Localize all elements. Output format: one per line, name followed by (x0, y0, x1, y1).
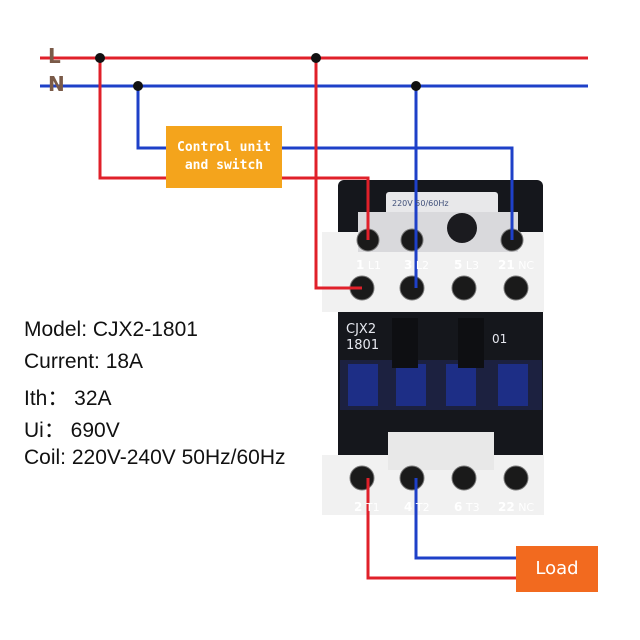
contact-window (396, 364, 426, 406)
model-line1: CJX2 (346, 322, 377, 337)
screw-icon (503, 275, 529, 301)
screw-icon (503, 465, 529, 491)
indicator-button (447, 213, 477, 243)
screw-icon (349, 465, 375, 491)
bottom-terminal-label: 22 NC (498, 500, 535, 514)
wire-n-to-control (136, 86, 166, 150)
wire-t2-to-load (414, 478, 516, 560)
screw-icon (400, 228, 424, 252)
screw-icon (451, 465, 477, 491)
junction-dot (133, 81, 143, 91)
contact-window (446, 364, 476, 406)
bottom-terminal-label: 6 T3 (454, 500, 480, 514)
spec-ith: Ith： 32A (24, 387, 112, 410)
model-line2: 1801 (346, 338, 380, 353)
contact-code: 01 (492, 332, 508, 346)
junction-dot (411, 81, 421, 91)
rail-label-n: N (48, 72, 65, 96)
spec-ui: Ui： 690V (24, 419, 120, 442)
junction-dot (95, 53, 105, 63)
junction-dot (311, 53, 321, 63)
rail-label-l: L (48, 44, 61, 68)
spec-current: Current: 18A (24, 350, 144, 373)
coil-plate-text: 220V 50/60Hz (392, 199, 449, 208)
top-terminal-label: 5 L3 (454, 258, 479, 272)
wire-control-to-a2 (282, 146, 514, 240)
wire-l-to-l1 (314, 58, 362, 290)
contact-window (498, 364, 528, 406)
load-box: Load (516, 546, 598, 592)
top-terminal-label: 3 L2 (404, 258, 429, 272)
screw-icon (399, 465, 425, 491)
spec-model: Model: CJX2-1801 (24, 318, 198, 341)
screw-icon (399, 275, 425, 301)
control-unit-box: Control unit and switch (166, 126, 282, 188)
bottom-terminal-label: 2 T1 (354, 500, 380, 514)
coil-cover (358, 212, 518, 252)
bottom-terminal-label: 4 T2 (404, 500, 430, 514)
armature-slot (458, 318, 484, 368)
wire-t1-to-load (366, 478, 516, 580)
armature-slot (392, 318, 418, 368)
wire-control-to-a1 (282, 176, 370, 240)
contact-window (348, 364, 378, 406)
top-terminal-label: 1 L1 (356, 258, 381, 272)
top-terminal-label: 21 NC (498, 258, 535, 272)
wire-l-to-control (98, 58, 166, 180)
spec-coil: Coil: 220V-240V 50Hz/60Hz (24, 446, 286, 469)
junction-dots (95, 53, 421, 91)
screw-icon (451, 275, 477, 301)
label-slot (388, 432, 494, 470)
